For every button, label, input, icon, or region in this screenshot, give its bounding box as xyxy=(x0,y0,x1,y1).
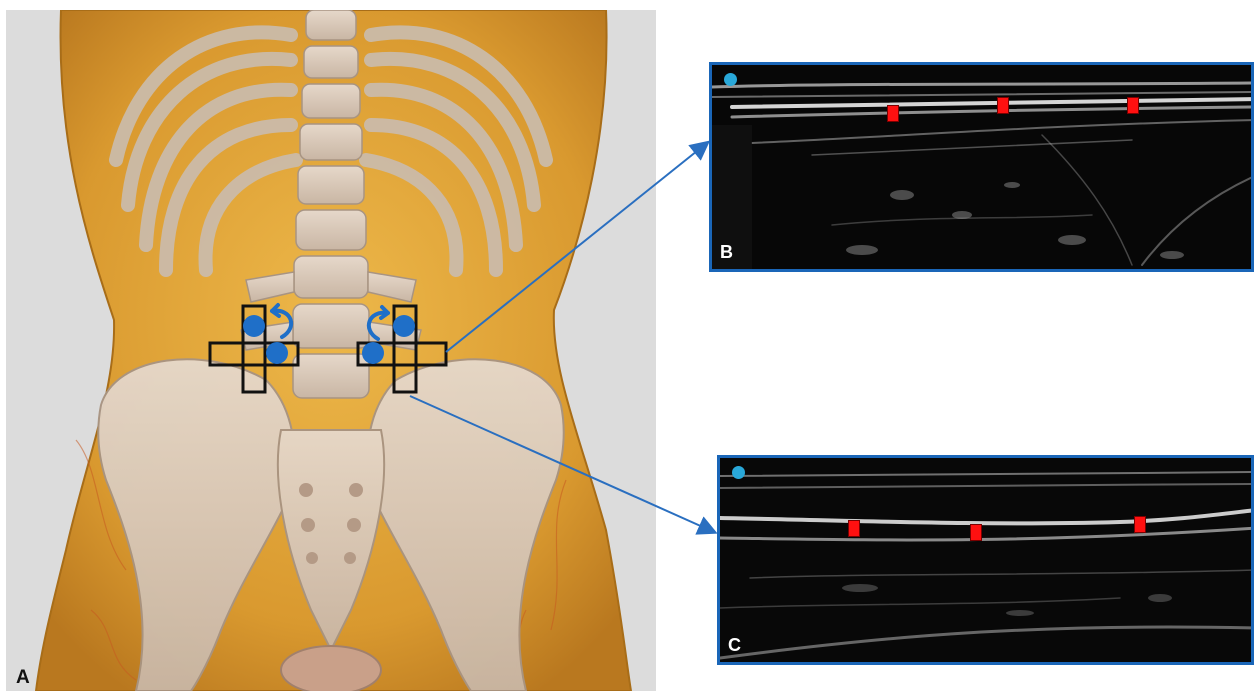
ultrasound-panel-b: B xyxy=(709,62,1254,272)
red-marker xyxy=(970,524,982,541)
red-marker xyxy=(1127,97,1139,114)
right-lower-probe-dot xyxy=(362,342,384,364)
red-marker xyxy=(997,97,1009,114)
panel-label-b: B xyxy=(720,242,733,263)
probe-orientation-dot xyxy=(732,466,745,479)
anatomy-panel: A xyxy=(6,10,656,691)
ultrasound-panel-c: C xyxy=(717,455,1254,665)
red-marker xyxy=(848,520,860,537)
left-lower-probe-dot xyxy=(266,342,288,364)
ultrasound-image-b xyxy=(712,65,1254,272)
ultrasound-image-c xyxy=(720,458,1254,665)
probe-orientation-dot xyxy=(724,73,737,86)
red-marker xyxy=(887,105,899,122)
panel-label-c: C xyxy=(728,635,741,656)
left-upper-probe-dot xyxy=(243,315,265,337)
panel-label-a: A xyxy=(16,667,30,689)
torso-illustration xyxy=(6,10,656,691)
right-upper-probe-dot xyxy=(393,315,415,337)
red-marker xyxy=(1134,516,1146,533)
